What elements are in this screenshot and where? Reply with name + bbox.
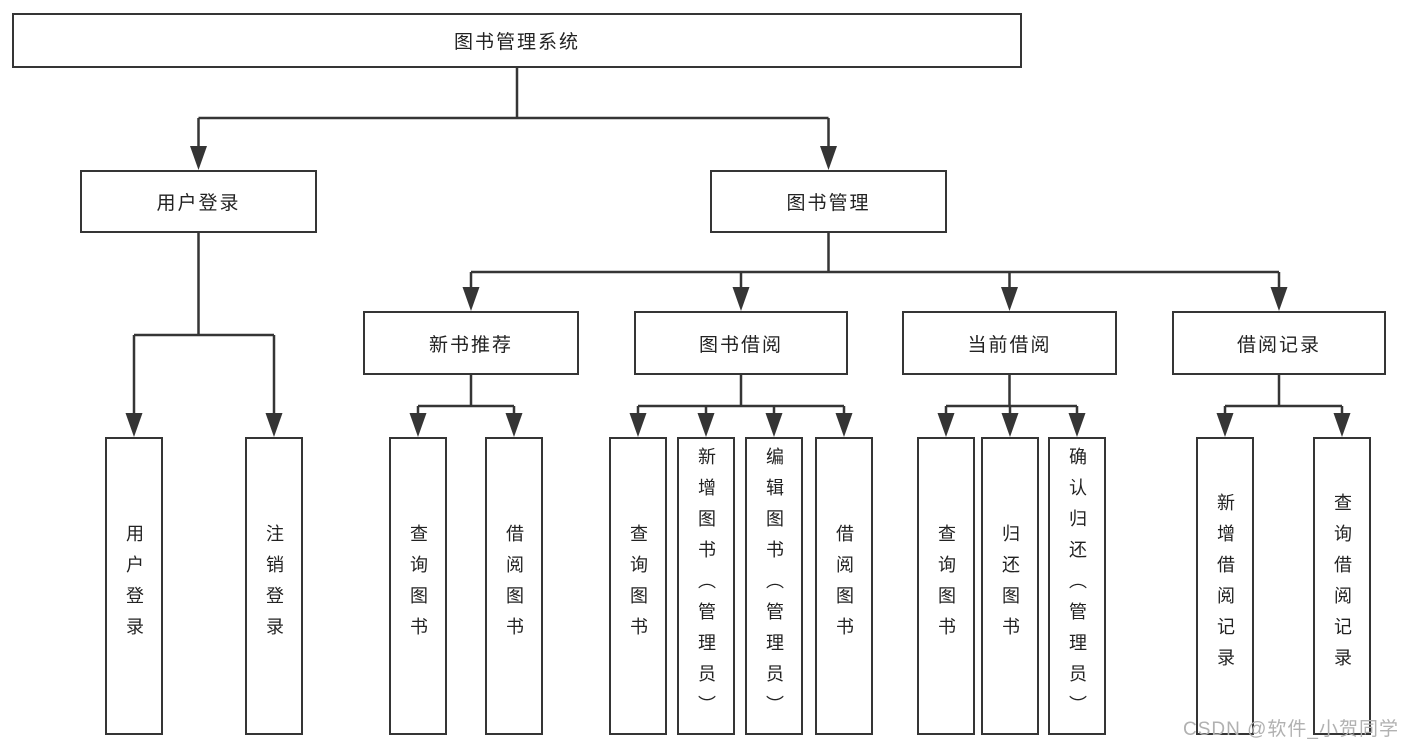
leaf-label: 查询图书: [628, 524, 648, 648]
node-label: 当前借阅: [967, 334, 1052, 356]
connector-user-login-to-leaves: [132, 233, 276, 417]
arrow-icon: [937, 413, 955, 437]
node-label: 图书管理: [786, 193, 871, 214]
leaf-edit-books-admin: 编辑图书（管理员）: [745, 437, 803, 735]
leaf-label: 查询图书: [408, 524, 428, 648]
leaf-label: 编辑图书（管理员）: [764, 446, 784, 726]
node-new-book-recommend: 新书推荐: [363, 311, 579, 375]
node-user-login: 用户登录: [80, 170, 317, 233]
leaf-return-books: 归还图书: [981, 437, 1039, 735]
leaf-label: 查询借阅记录: [1332, 493, 1352, 679]
leaf-user-login: 用户登录: [105, 437, 163, 735]
node-label: 借阅记录: [1236, 334, 1321, 356]
arrow-icon: [629, 413, 647, 437]
connector-new-book-to-leaves: [416, 375, 516, 417]
node-current-borrow: 当前借阅: [902, 311, 1117, 375]
arrowheads: [125, 146, 1351, 437]
arrow-icon: [765, 413, 783, 437]
arrow-icon: [1216, 413, 1234, 437]
arrow-icon: [409, 413, 427, 437]
arrow-icon: [1068, 413, 1086, 437]
connector-borrow-records-to-leaves: [1223, 375, 1344, 417]
connector-root-to-level2: [197, 68, 830, 150]
leaf-query-books-2: 查询图书: [609, 437, 667, 735]
arrow-icon: [1001, 287, 1018, 311]
csdn-watermark: CSDN @软件_小贺同学: [1183, 719, 1399, 740]
arrow-icon: [125, 413, 143, 437]
arrow-icon: [835, 413, 853, 437]
arrow-icon: [820, 146, 837, 170]
leaf-add-books-admin: 新增图书（管理员）: [677, 437, 735, 735]
arrow-icon: [1333, 413, 1351, 437]
leaf-label: 确认归还（管理员）: [1067, 446, 1087, 726]
leaf-label: 用户登录: [124, 524, 144, 648]
leaf-query-books-3: 查询图书: [917, 437, 975, 735]
leaf-label: 归还图书: [1000, 524, 1020, 648]
node-library-management-system: 图书管理系统: [12, 13, 1022, 68]
node-book-borrow: 图书借阅: [634, 311, 848, 375]
arrow-icon: [265, 413, 283, 437]
connector-book-management-to-level3: [469, 233, 1281, 291]
node-label: 用户登录: [156, 193, 241, 214]
leaf-confirm-return-admin: 确认归还（管理员）: [1048, 437, 1106, 735]
arrow-icon: [505, 413, 523, 437]
arrow-icon: [732, 287, 750, 311]
leaf-logout: 注销登录: [245, 437, 303, 735]
leaf-label: 查询图书: [936, 524, 956, 648]
leaf-label: 借阅图书: [504, 524, 524, 648]
leaf-add-borrow-record: 新增借阅记录: [1196, 437, 1254, 735]
leaf-label: 注销登录: [264, 524, 284, 648]
node-label: 图书借阅: [698, 334, 783, 356]
arrow-icon: [1270, 287, 1288, 311]
connector-book-borrow-to-leaves: [636, 375, 846, 417]
arrow-icon: [697, 413, 715, 437]
node-book-management: 图书管理: [710, 170, 947, 233]
leaf-label: 借阅图书: [834, 524, 854, 648]
node-borrow-records: 借阅记录: [1172, 311, 1386, 375]
leaf-label: 新增图书（管理员）: [696, 446, 716, 726]
node-label: 新书推荐: [428, 334, 513, 356]
leaf-label: 新增借阅记录: [1215, 493, 1235, 679]
leaf-query-borrow-record: 查询借阅记录: [1313, 437, 1371, 735]
arrow-icon: [1001, 413, 1019, 437]
node-label: 图书管理系统: [453, 32, 580, 53]
leaf-borrow-books-2: 借阅图书: [815, 437, 873, 735]
connector-current-borrow-to-leaves: [944, 375, 1079, 417]
arrow-icon: [462, 287, 480, 311]
arrow-icon: [190, 146, 207, 170]
leaf-borrow-books-1: 借阅图书: [485, 437, 543, 735]
leaf-query-books-1: 查询图书: [389, 437, 447, 735]
